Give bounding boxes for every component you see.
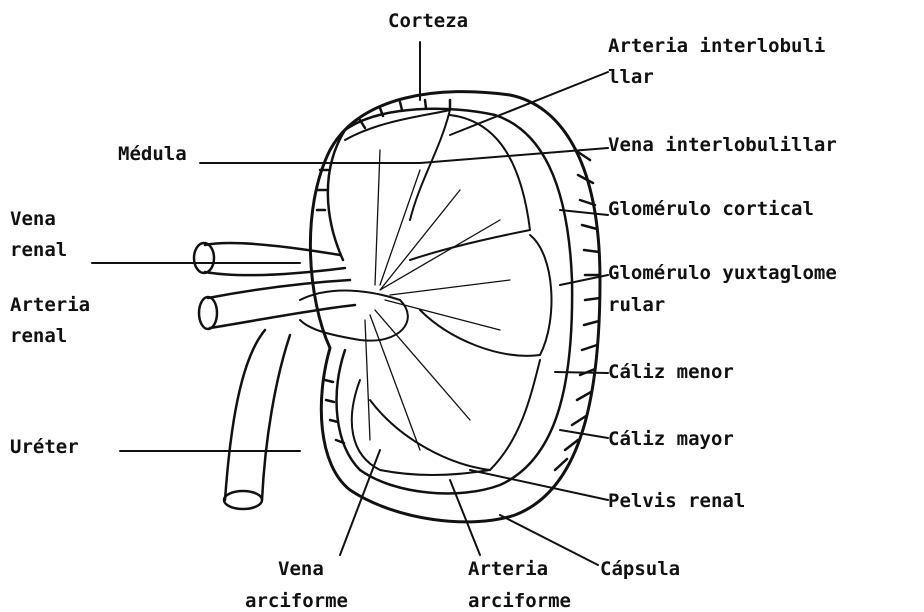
renal-vein [205, 243, 345, 275]
label-caliz-menor: Cáliz menor [608, 363, 734, 382]
label-capsula: Cápsula [600, 560, 680, 579]
ureter-body [225, 330, 290, 500]
pyramid-lower [370, 360, 540, 470]
ureter-opening [224, 491, 262, 509]
label-corteza: Corteza [388, 12, 468, 31]
pyramid-middle [420, 235, 551, 356]
cortex-inner-border [328, 109, 572, 494]
renal-artery-opening [199, 297, 217, 329]
pyramid-upper [345, 110, 450, 220]
label-arteria-arciforme-2: arciforme [468, 592, 571, 611]
renal-vein-opening [194, 243, 214, 273]
label-vena-arciforme-1: Vena [278, 560, 324, 579]
label-arteria-renal-1: Arteria [10, 296, 90, 315]
label-arteria-interlobulillar-1: Arteria interlobuli [608, 37, 825, 56]
capsule-outline [310, 92, 600, 522]
label-pelvis-renal: Pelvis renal [608, 492, 745, 511]
label-vena-renal-1: Vena [10, 210, 56, 229]
label-arteria-interlobulillar-text: Arteria interlobuli [608, 35, 825, 57]
label-ureter: Uréter [10, 438, 79, 457]
label-caliz-mayor: Cáliz mayor [608, 430, 734, 449]
radiating-vessels [365, 150, 510, 450]
label-arteria-arciforme-1: Arteria [468, 560, 548, 579]
label-glomerulo-yuxtaglomerular-1: Glomérulo yuxtaglome [608, 264, 837, 283]
leader-lines [92, 42, 608, 565]
label-glomerulo-cortical: Glomérulo cortical [608, 200, 814, 219]
label-vena-arciforme-2: arciforme [245, 592, 348, 611]
pyramid-bottom [352, 380, 490, 475]
label-arteria-renal-2: renal [10, 327, 67, 346]
label-arteria-interlobulillar-2: llar [608, 68, 654, 87]
label-glomerulo-yuxtaglomerular-2: rular [608, 296, 665, 315]
label-vena-interlobulillar: Vena interlobulillar [608, 136, 837, 155]
label-medula: Médula [118, 145, 187, 164]
renal-artery [208, 280, 355, 328]
label-vena-renal-2: renal [10, 241, 67, 260]
